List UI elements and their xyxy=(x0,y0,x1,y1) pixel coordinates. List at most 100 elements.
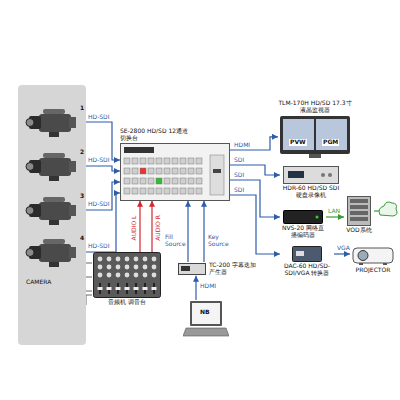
server-rack: VOD系统 xyxy=(344,196,374,234)
switcher-icon xyxy=(196,178,202,184)
audio-mixer-graphic xyxy=(93,252,161,298)
switcher-icon xyxy=(180,188,186,194)
switcher-icon xyxy=(164,188,170,194)
signal-label: HDMI xyxy=(233,142,251,148)
camera-icon xyxy=(25,193,77,227)
monitor-icon xyxy=(316,119,347,150)
switcher-icon xyxy=(156,178,162,184)
rack-icon xyxy=(350,205,368,209)
switcher-icon xyxy=(124,147,154,153)
camera-icon xyxy=(43,197,65,202)
switcher-icon xyxy=(148,168,154,174)
switcher-icon xyxy=(196,188,202,194)
device-label: SE-2800 HD/SD 12通道切换台 xyxy=(120,128,192,142)
rack-icon xyxy=(347,196,371,226)
mixer-icon xyxy=(134,273,139,278)
mixer-icon xyxy=(107,257,112,262)
switcher-icon xyxy=(180,168,186,174)
mixer-icon xyxy=(125,287,130,290)
mixer-icon xyxy=(134,287,139,290)
mixer-icon xyxy=(152,287,157,290)
switcher-icon xyxy=(172,158,178,164)
encoder: NVS-20 网络直播编码器 xyxy=(280,210,326,239)
recorder-icon xyxy=(288,171,304,178)
switcher-icon xyxy=(188,178,194,184)
switcher-icon xyxy=(132,178,138,184)
switcher-icon xyxy=(124,188,130,194)
device-label: TLM-170H HD/SD 17.3寸液晶监视器 xyxy=(278,100,352,114)
monitor-icon xyxy=(283,119,314,150)
callout-number: 4 xyxy=(80,235,84,242)
laptop: NB xyxy=(182,300,230,338)
camera-icon xyxy=(26,163,34,171)
signal-label: VGA xyxy=(336,245,351,251)
signal-label: AUDIO R xyxy=(155,214,161,242)
switcher-icon xyxy=(196,158,202,164)
recorder: HDR-60 HD/SD SDI 硬盘录像机 xyxy=(280,166,342,199)
switcher-icon xyxy=(140,188,146,194)
camera-icon xyxy=(69,247,76,258)
camera: 4 xyxy=(20,235,82,269)
rack-icon xyxy=(350,199,368,203)
camera: 3 xyxy=(20,193,82,227)
encoder-icon xyxy=(284,211,323,224)
signal-label: Key Source xyxy=(207,234,229,247)
character-generator-graphic xyxy=(178,263,206,275)
rack-icon xyxy=(350,211,368,215)
server-rack-graphic xyxy=(347,196,371,226)
switcher-icon xyxy=(121,143,230,200)
signal-label: SDI xyxy=(233,172,245,178)
device-label: DAC-60 HD/SD-SDI/VGA 转换器 xyxy=(280,263,334,277)
camera-icon xyxy=(43,109,65,114)
device-label: NB xyxy=(200,309,210,316)
projector-icon xyxy=(359,263,363,265)
device-label: NVS-20 网络直播编码器 xyxy=(280,225,326,239)
caption: HDR-60 HD/SD SDI 硬盘录像机 xyxy=(280,185,342,199)
signal-label: AUDIO L xyxy=(131,215,137,242)
converter-icon xyxy=(292,246,322,262)
projector-icon xyxy=(358,251,368,261)
mixer-icon xyxy=(143,287,148,290)
camera-icon xyxy=(69,205,76,216)
callout-number: 3 xyxy=(80,193,84,200)
mixer-icon xyxy=(152,265,157,270)
cloud xyxy=(379,202,397,216)
projector-icon xyxy=(383,263,387,265)
camera-icon xyxy=(25,149,77,183)
signal-label: HD-SDI xyxy=(87,114,111,120)
recorder-icon xyxy=(284,167,339,184)
mixer-icon xyxy=(98,265,103,270)
camera-icon xyxy=(49,220,59,225)
camera-icon xyxy=(39,244,71,262)
monitor: TLM-170H HD/SD 17.3寸液晶监视器PVWPGM xyxy=(278,100,352,159)
signal-connector xyxy=(326,216,344,217)
network-wire xyxy=(374,210,379,211)
switcher-icon xyxy=(120,143,230,201)
camera: 2 xyxy=(20,149,82,183)
signal-label: HD-SDI xyxy=(87,243,111,249)
caption: TC-200 字幕迭加产生器 xyxy=(209,262,258,276)
camera-graphic: 1 xyxy=(25,105,77,139)
signal-label: Fill Source xyxy=(164,234,186,247)
switcher-icon xyxy=(140,158,146,164)
generator-icon xyxy=(178,263,206,275)
mixer-icon xyxy=(116,257,121,262)
group-label: CAMERA xyxy=(26,279,51,286)
signal-label: SDI xyxy=(233,157,245,163)
camera-icon xyxy=(26,207,34,215)
switcher-icon xyxy=(180,158,186,164)
camera-icon xyxy=(49,132,59,137)
signal-connector xyxy=(230,137,278,150)
camera-icon xyxy=(39,158,71,176)
camera-icon xyxy=(43,153,65,158)
mixer-icon xyxy=(107,273,112,278)
camera-icon xyxy=(39,202,71,220)
laptop-icon xyxy=(190,301,222,326)
signal-connector xyxy=(82,193,120,252)
switcher-icon xyxy=(188,188,194,194)
caption: PROJECTOR xyxy=(356,267,391,274)
monitor-icon xyxy=(309,154,321,158)
mixer-icon xyxy=(134,257,139,262)
switcher-icon xyxy=(132,188,138,194)
screen-label: PGM xyxy=(322,139,339,146)
